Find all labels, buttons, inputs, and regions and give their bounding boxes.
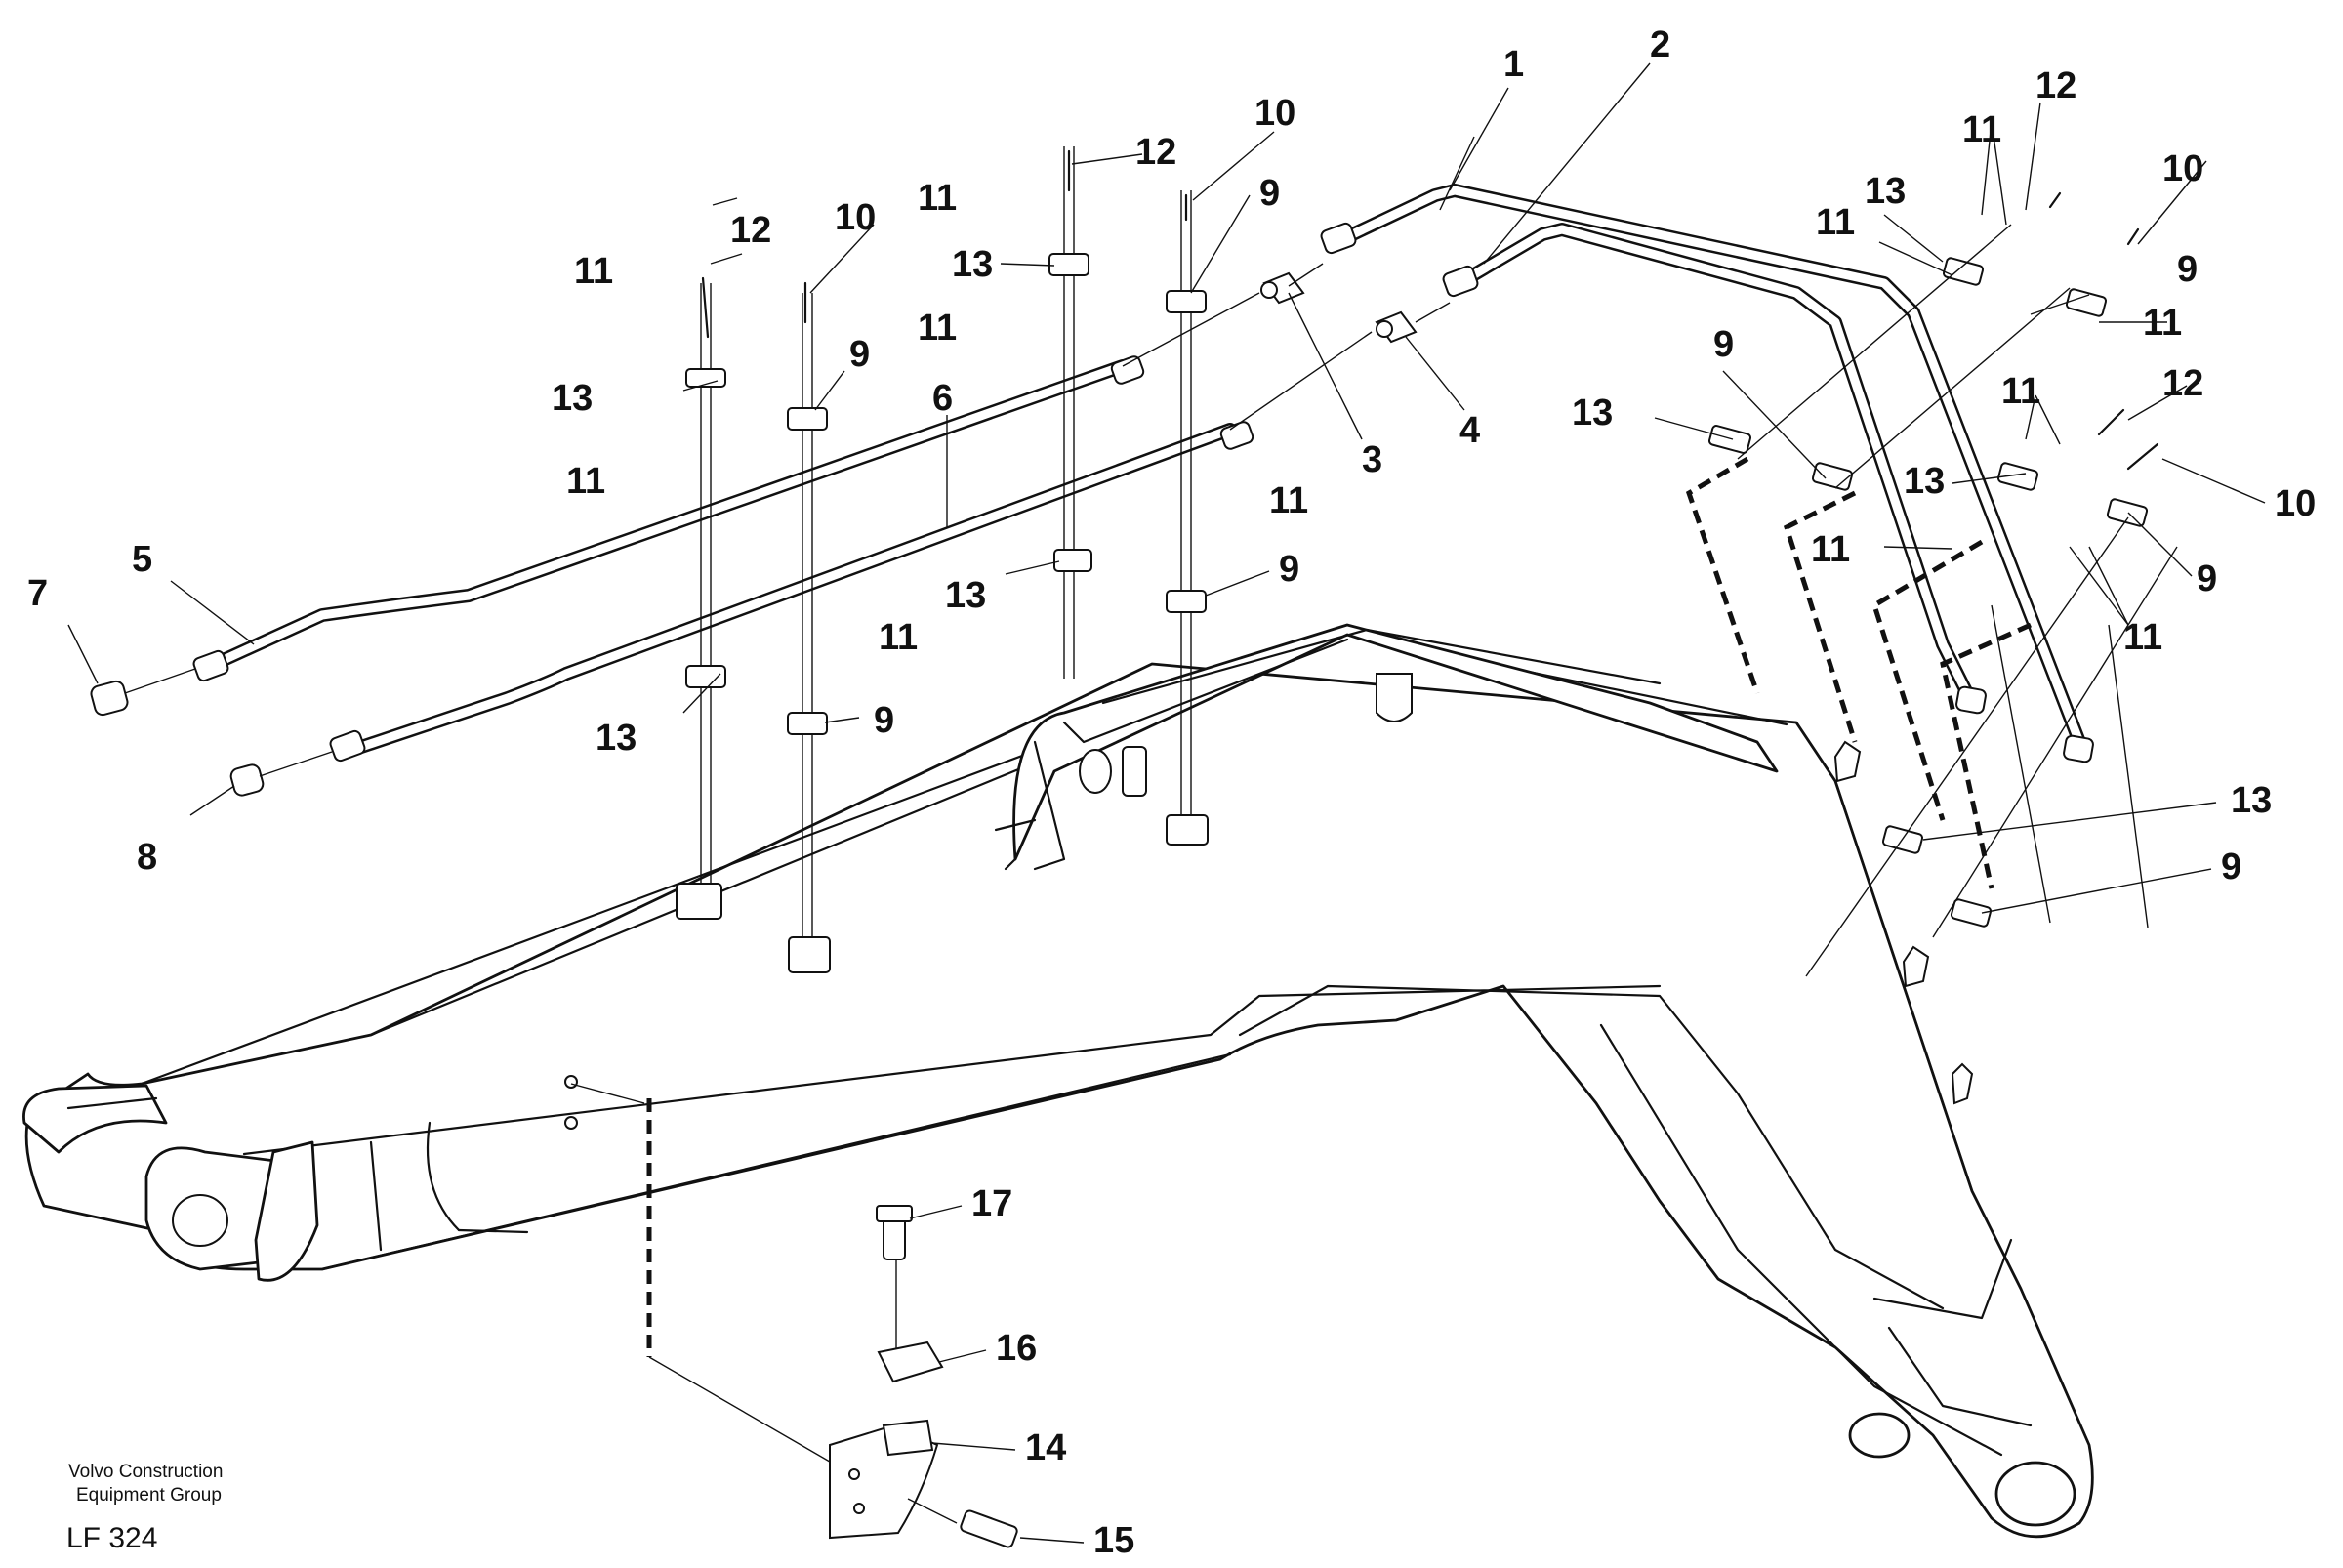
callout-10: 10: [835, 197, 876, 238]
callout-9: 9: [874, 700, 894, 741]
callout-9: 9: [2197, 558, 2217, 599]
company-name-line1: Volvo Construction: [68, 1462, 223, 1482]
callout-9: 9: [849, 334, 870, 375]
callout-13: 13: [952, 244, 993, 285]
callout-14: 14: [1025, 1427, 1066, 1468]
callout-12: 12: [1135, 132, 1176, 173]
callout-10: 10: [2275, 483, 2316, 524]
callout-12: 12: [2035, 65, 2076, 106]
callout-9: 9: [1259, 173, 1280, 214]
leader-lines: [67, 62, 1651, 816]
callout-4: 4: [1459, 410, 1480, 451]
callout-11: 11: [1269, 480, 1308, 521]
company-name-line2: Equipment Group: [76, 1485, 222, 1506]
callout-13: 13: [1572, 392, 1613, 433]
callout-11: 11: [879, 617, 918, 658]
callout-11: 11: [2143, 303, 2182, 344]
footer: Volvo Construction Equipment Group LF 32…: [66, 1462, 223, 1554]
callout-17: 17: [971, 1183, 1012, 1224]
callout-9: 9: [1713, 324, 1734, 365]
callout-13: 13: [1865, 171, 1906, 212]
callout-5: 5: [132, 539, 152, 580]
leader-lines-right: [909, 102, 2266, 1544]
boom-arm: [22, 623, 2094, 1539]
callout-11: 11: [2123, 617, 2162, 658]
callout-1: 1: [1503, 44, 1524, 85]
callout-3: 3: [1362, 439, 1382, 480]
fittings: [90, 263, 1451, 797]
callout-11: 11: [2001, 371, 2040, 412]
callout-13: 13: [552, 378, 593, 419]
callout-13: 13: [945, 575, 986, 616]
callout-12: 12: [730, 210, 771, 251]
callout-9: 9: [2221, 846, 2241, 887]
callout-labels: 1 2 3 4 5 6 7 8 9 9 9 9 9 9 9 9 9 10 10 …: [27, 24, 2316, 1561]
callout-6: 6: [932, 378, 953, 419]
callout-16: 16: [996, 1328, 1037, 1369]
callout-9: 9: [2177, 249, 2198, 290]
clamp-assemblies: [676, 146, 2178, 977]
callout-12: 12: [2162, 363, 2203, 404]
callout-11: 11: [566, 461, 605, 502]
callout-13: 13: [2231, 780, 2272, 821]
callout-13: 13: [1904, 461, 1945, 502]
callout-11: 11: [1962, 109, 2001, 150]
callout-9: 9: [1279, 549, 1299, 590]
callout-10: 10: [1254, 93, 1295, 134]
callout-11: 11: [574, 251, 613, 292]
callout-11: 11: [918, 178, 957, 219]
hydraulic-pipes: [192, 184, 2094, 763]
callout-13: 13: [596, 718, 637, 759]
callout-11: 11: [918, 308, 957, 349]
callout-10: 10: [2162, 148, 2203, 189]
callout-2: 2: [1650, 24, 1670, 65]
lower-bracket-assembly: [570, 1083, 1018, 1548]
callout-15: 15: [1093, 1520, 1134, 1561]
callout-11: 11: [1816, 202, 1855, 243]
drawing-code: LF 324: [66, 1522, 157, 1554]
callout-8: 8: [137, 837, 157, 878]
callout-7: 7: [27, 573, 48, 614]
callout-11: 11: [1811, 529, 1850, 570]
